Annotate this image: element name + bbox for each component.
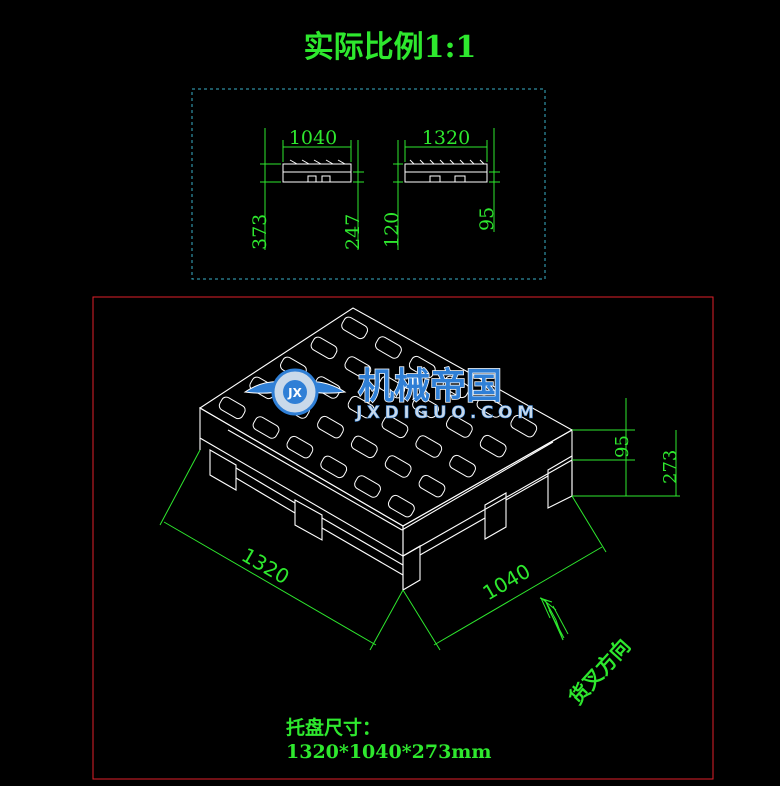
dim-label-95-top: 95 xyxy=(476,207,498,231)
pallet-hole xyxy=(510,414,538,438)
page-title: 实际比例1:1 xyxy=(303,30,477,65)
front-view-dims xyxy=(260,128,364,250)
dim-label-1040-top: 1040 xyxy=(289,127,337,149)
pallet-hole xyxy=(476,395,504,418)
iso-dims xyxy=(159,398,680,651)
dim-label-247: 247 xyxy=(342,214,364,250)
pallet-hole xyxy=(381,415,409,439)
pallet-hole xyxy=(384,455,412,478)
dim-label-1320-top: 1320 xyxy=(422,127,470,149)
pallet-top-holes xyxy=(218,316,538,518)
side-view-small xyxy=(404,159,488,183)
pallet-hole xyxy=(347,395,375,419)
gear-wings-icon: JX xyxy=(243,368,347,416)
pallet-hole xyxy=(341,316,369,340)
pallet-hole xyxy=(445,415,473,438)
pallet-size-value: 1320*1040*273mm xyxy=(286,741,492,763)
pallet-hole xyxy=(317,415,344,439)
pallet-hole xyxy=(350,435,378,459)
watermark-cn: 机械帝国 xyxy=(358,366,502,407)
pallet-hole xyxy=(320,455,348,479)
svg-text:JX: JX xyxy=(287,386,302,400)
pallet-size-label: 托盘尺寸： xyxy=(286,717,382,739)
pallet-hole xyxy=(408,355,436,379)
pallet-hole xyxy=(412,395,439,419)
pallet-hole xyxy=(286,435,314,459)
pallet-hole xyxy=(387,494,415,518)
pallet-hole xyxy=(375,336,402,359)
pallet-hole xyxy=(313,376,341,399)
dim-label-120: 120 xyxy=(381,212,403,248)
pallet-hole xyxy=(310,336,338,360)
drawing-frame xyxy=(92,296,714,780)
pallet-hole xyxy=(218,396,246,420)
pallet-hole xyxy=(442,375,470,399)
dim-label-1040-iso: 1040 xyxy=(478,559,534,605)
pallet-hole xyxy=(479,434,507,458)
dim-label-273-iso: 273 xyxy=(660,450,681,484)
front-view-small xyxy=(282,159,352,183)
pallet-hole xyxy=(418,474,446,498)
side-view-dims xyxy=(393,128,500,250)
pallet-hole xyxy=(252,416,280,439)
pallet-hole xyxy=(354,475,381,498)
preview-frame xyxy=(191,88,546,280)
pallet-hole xyxy=(378,375,406,399)
pallet-hole xyxy=(344,356,372,379)
watermark-logo: JX xyxy=(243,368,347,416)
dim-label-373: 373 xyxy=(249,214,271,250)
dim-label-1320-iso: 1320 xyxy=(237,543,293,589)
fork-direction-label: 货叉方向 xyxy=(564,634,635,710)
pallet-hole xyxy=(415,435,443,458)
pallet-hole xyxy=(449,454,477,478)
dim-label-95-iso: 95 xyxy=(612,435,633,458)
